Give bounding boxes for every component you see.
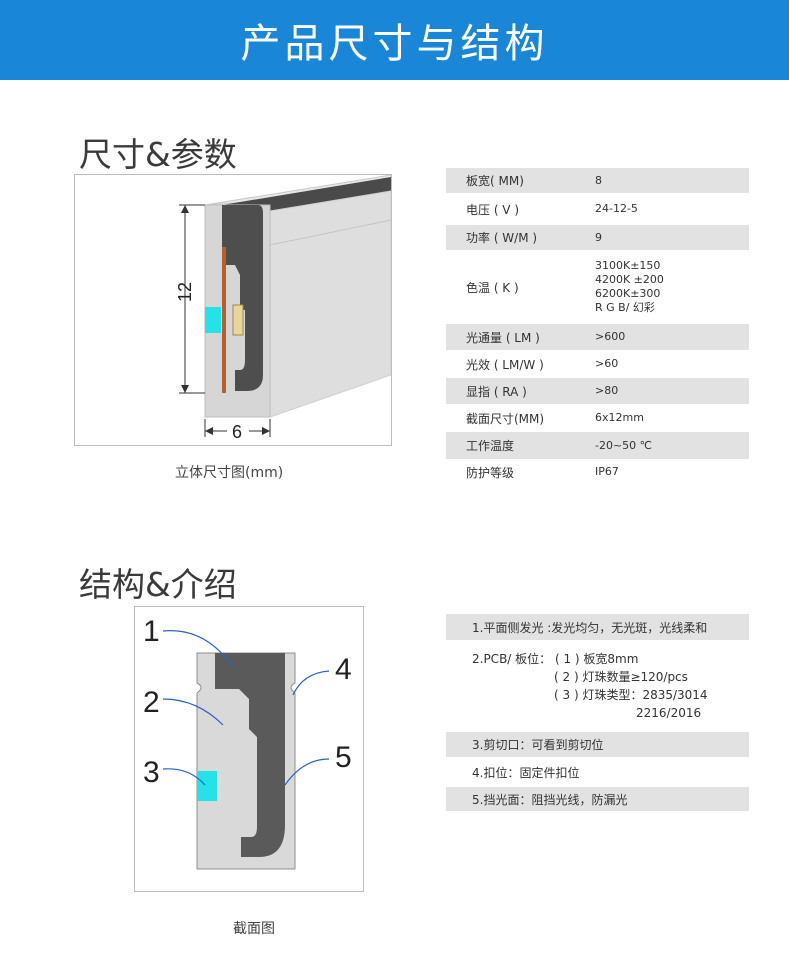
callout-2: 2 xyxy=(143,686,160,719)
spec-value: 9 xyxy=(595,230,602,244)
spec-value: R G B/ 幻彩 xyxy=(595,301,655,314)
spec-row: 色温 ( K ) 3100K±150 4200K ±200 6200K±300 … xyxy=(446,250,749,324)
intro-pcb-line: 2.PCB/ 板位： ( 1 ) 板宽8mm xyxy=(472,652,639,666)
spec-label: 电压 ( V ) xyxy=(466,202,520,217)
section-title-dimensions: 尺寸&参数 xyxy=(79,135,237,174)
spec-row: 电压 ( V ) 24-12-5 xyxy=(446,193,749,225)
spec-label: 显指 ( RA ) xyxy=(466,384,527,399)
spec-label: 光通量 ( LM ) xyxy=(466,330,540,345)
section-title-structure: 结构&介绍 xyxy=(79,565,237,604)
spec-value: IP67 xyxy=(595,465,619,478)
spec-label: 截面尺寸(MM) xyxy=(466,411,545,426)
spec-label: 防护等级 xyxy=(466,465,515,480)
spec-row: 功率 ( W/M ) 9 xyxy=(446,225,749,250)
callout-5: 5 xyxy=(335,741,352,774)
spec-value: 4200K ±200 xyxy=(595,273,664,286)
spec-row: 显指 ( RA ) >80 xyxy=(446,378,749,404)
spec-value: -20~50 ℃ xyxy=(595,438,653,452)
spec-value: >80 xyxy=(595,384,619,397)
spec-row: 截面尺寸(MM) 6x12mm xyxy=(446,404,749,432)
cross-section-diagram: 1 2 3 4 5 xyxy=(134,606,364,892)
intro-pcb-line: ( 3 ) 灯珠类型：2835/3014 xyxy=(554,688,708,702)
spec-row: 板宽( MM) 8 xyxy=(446,168,749,193)
spec-label: 工作温度 xyxy=(466,439,515,453)
spec-value: 24-12-5 xyxy=(595,202,638,215)
spec-row: 工作温度 -20~50 ℃ xyxy=(446,432,749,459)
spec-row: 光效 ( LM/W ) >60 xyxy=(446,350,749,378)
intro-item: 1.平面侧发光 :发光均匀，无光斑，光线柔和 xyxy=(446,614,749,640)
spec-label: 色温 ( K ) xyxy=(466,280,519,295)
intro-pcb-line: ( 2 ) 灯珠数量≥120/pcs xyxy=(554,670,688,684)
dimension-diagram: 12 6 xyxy=(74,174,392,446)
intro-item: 3.剪切口：可看到剪切位 xyxy=(446,732,749,757)
spec-label: 光效 ( LM/W ) xyxy=(466,357,544,372)
intro-pcb-line: 2216/2016 xyxy=(636,706,702,720)
callout-1: 1 xyxy=(143,615,160,648)
spec-table: 板宽( MM) 8 电压 ( V ) 24-12-5 功率 ( W/M ) 9 … xyxy=(446,168,749,485)
callout-4: 4 xyxy=(335,653,352,686)
banner-title: 产品尺寸与结构 xyxy=(240,21,549,67)
dimension-caption: 立体尺寸图(mm) xyxy=(175,465,284,481)
callout-3: 3 xyxy=(143,756,160,789)
spec-label: 板宽( MM) xyxy=(466,174,524,188)
spec-value: >60 xyxy=(595,357,619,370)
dim-width-label: 6 xyxy=(232,422,242,442)
spec-value: 3100K±150 xyxy=(595,259,661,272)
spec-row: 防护等级 IP67 xyxy=(446,459,749,485)
spec-value-list: 3100K±150 4200K ±200 6200K±300 R G B/ 幻彩 xyxy=(595,259,749,315)
structure-intro: 1.平面侧发光 :发光均匀，无光斑，光线柔和 2.PCB/ 板位： ( 1 ) … xyxy=(446,614,749,811)
cross-section-caption: 截面图 xyxy=(233,921,275,937)
spec-value: 6x12mm xyxy=(595,411,644,424)
spec-value: 8 xyxy=(595,173,602,187)
intro-pcb: 2.PCB/ 板位： ( 1 ) 板宽8mm ( 2 ) 灯珠数量≥120/pc… xyxy=(446,640,749,732)
spec-value: 6200K±300 xyxy=(595,287,661,300)
spec-row: 光通量 ( LM ) >600 xyxy=(446,324,749,350)
spec-value: >600 xyxy=(595,330,626,343)
intro-item: 4.扣位：固定件扣位 xyxy=(472,765,580,780)
spec-label: 功率 ( W/M ) xyxy=(466,231,538,245)
intro-item: 5.挡光面：阻挡光线，防漏光 xyxy=(446,787,749,811)
title-banner: 产品尺寸与结构 xyxy=(0,0,789,80)
dim-height-label: 12 xyxy=(175,282,195,302)
